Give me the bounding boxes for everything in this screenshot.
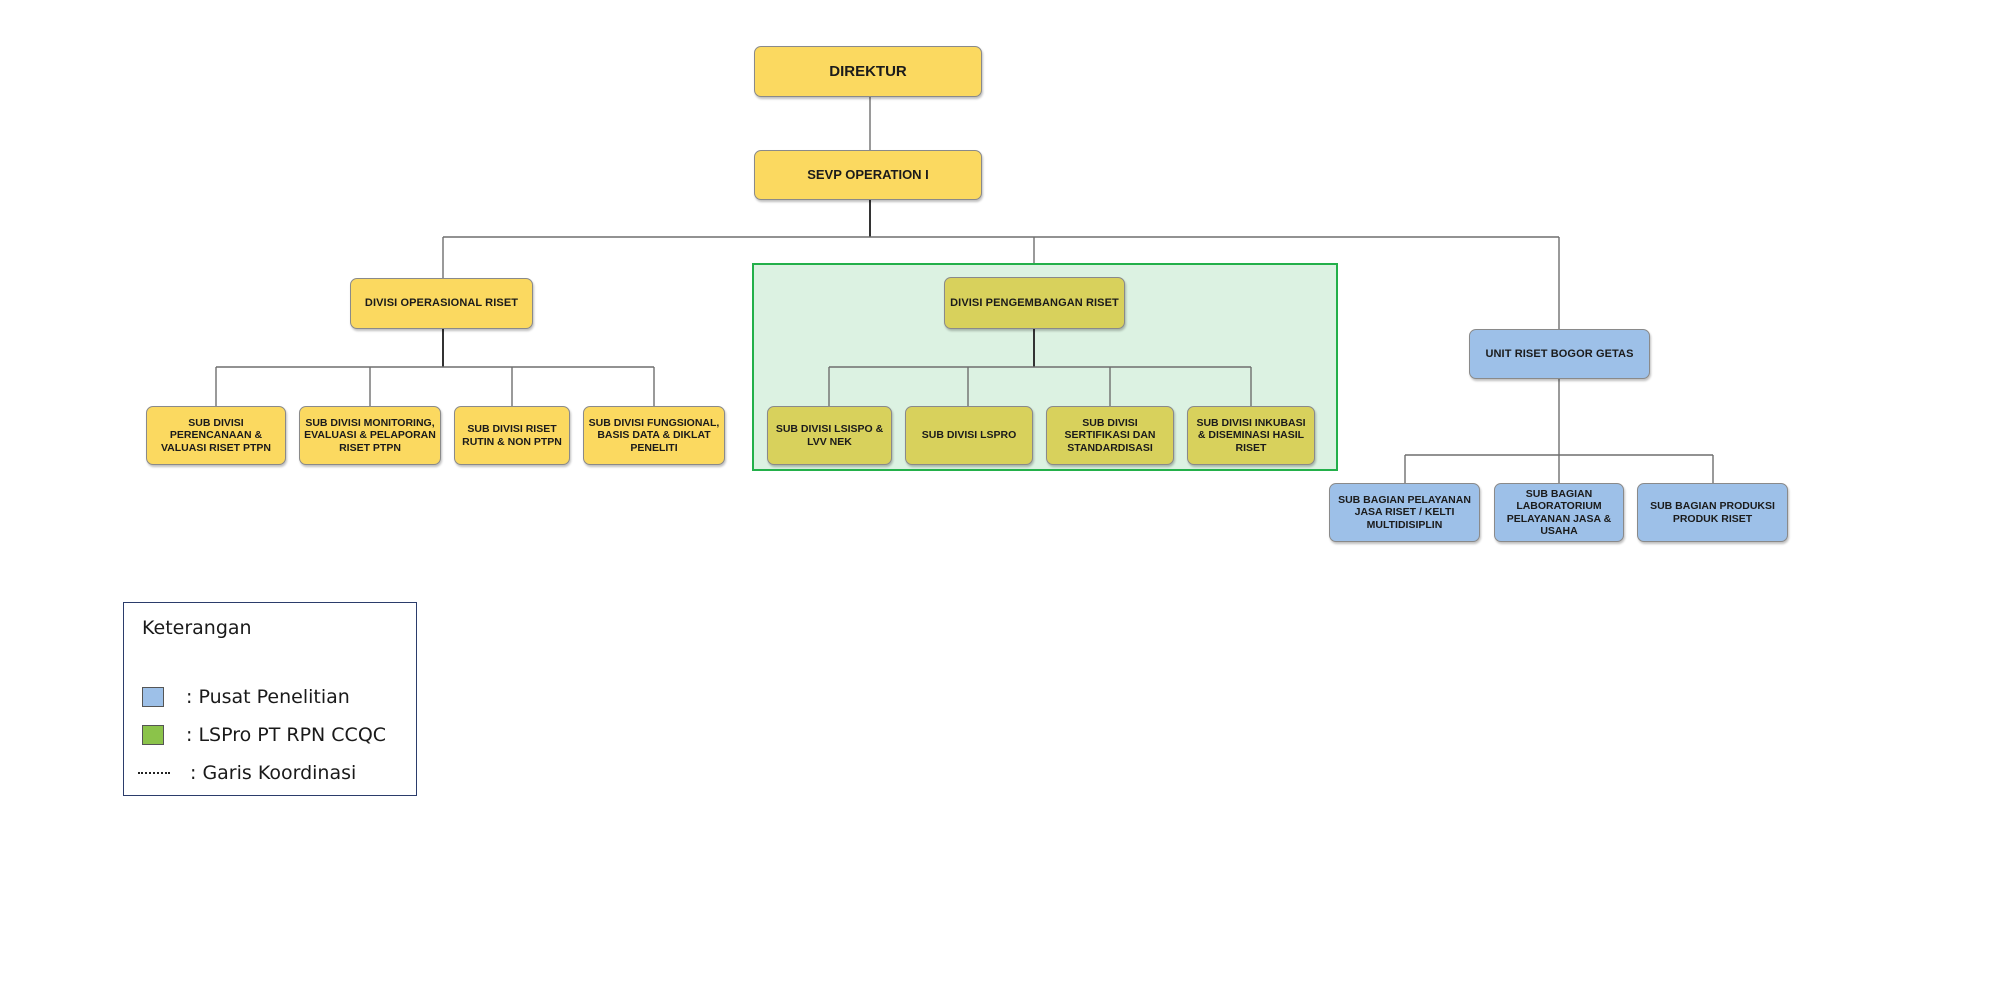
node-unit-riset-bogor-getas[interactable]: UNIT RISET BOGOR GETAS [1469,329,1650,379]
node-sevp-operation[interactable]: SEVP OPERATION I [754,150,982,200]
legend-item-lspro: : LSPro PT RPN CCQC [142,723,386,747]
node-sub-divisi-inkubasi[interactable]: SUB DIVISI INKUBASI & DISEMINASI HASIL R… [1187,406,1315,465]
node-sub-divisi-lsispo[interactable]: SUB DIVISI LSISPO & LVV NEK [767,406,892,465]
legend-label: : Garis Koordinasi [190,762,357,784]
legend-title: Keterangan [142,617,252,639]
blue-swatch-icon [142,687,164,707]
node-divisi-pengembangan-riset[interactable]: DIVISI PENGEMBANGAN RISET [944,277,1125,329]
node-sub-divisi-perencanaan[interactable]: SUB DIVISI PERENCANAAN & VALUASI RISET P… [146,406,286,465]
node-sub-divisi-fungsional[interactable]: SUB DIVISI FUNGSIONAL, BASIS DATA & DIKL… [583,406,725,465]
legend-box: Keterangan : Pusat Penelitian : LSPro PT… [123,602,417,796]
legend-label: : Pusat Penelitian [186,686,350,708]
legend-item-garis-koordinasi: : Garis Koordinasi [138,761,357,785]
node-sub-divisi-monitoring[interactable]: SUB DIVISI MONITORING, EVALUASI & PELAPO… [299,406,441,465]
node-sub-bagian-produksi[interactable]: SUB BAGIAN PRODUKSI PRODUK RISET [1637,483,1788,542]
legend-item-pusat-penelitian: : Pusat Penelitian [142,685,350,709]
legend-label: : LSPro PT RPN CCQC [186,724,387,746]
node-sub-bagian-pelayanan-jasa[interactable]: SUB BAGIAN PELAYANAN JASA RISET / KELTI … [1329,483,1480,542]
node-sub-divisi-sertifikasi[interactable]: SUB DIVISI SERTIFIKASI DAN STANDARDISASI [1046,406,1174,465]
node-sub-bagian-laboratorium[interactable]: SUB BAGIAN LABORATORIUM PELAYANAN JASA &… [1494,483,1624,542]
node-sub-divisi-lspro[interactable]: SUB DIVISI LSPRO [905,406,1033,465]
node-sub-divisi-riset-rutin[interactable]: SUB DIVISI RISET RUTIN & NON PTPN [454,406,570,465]
node-divisi-operasional-riset[interactable]: DIVISI OPERASIONAL RISET [350,278,533,329]
node-direktur[interactable]: DIREKTUR [754,46,982,97]
dotted-line-icon [138,772,170,774]
green-swatch-icon [142,725,164,745]
